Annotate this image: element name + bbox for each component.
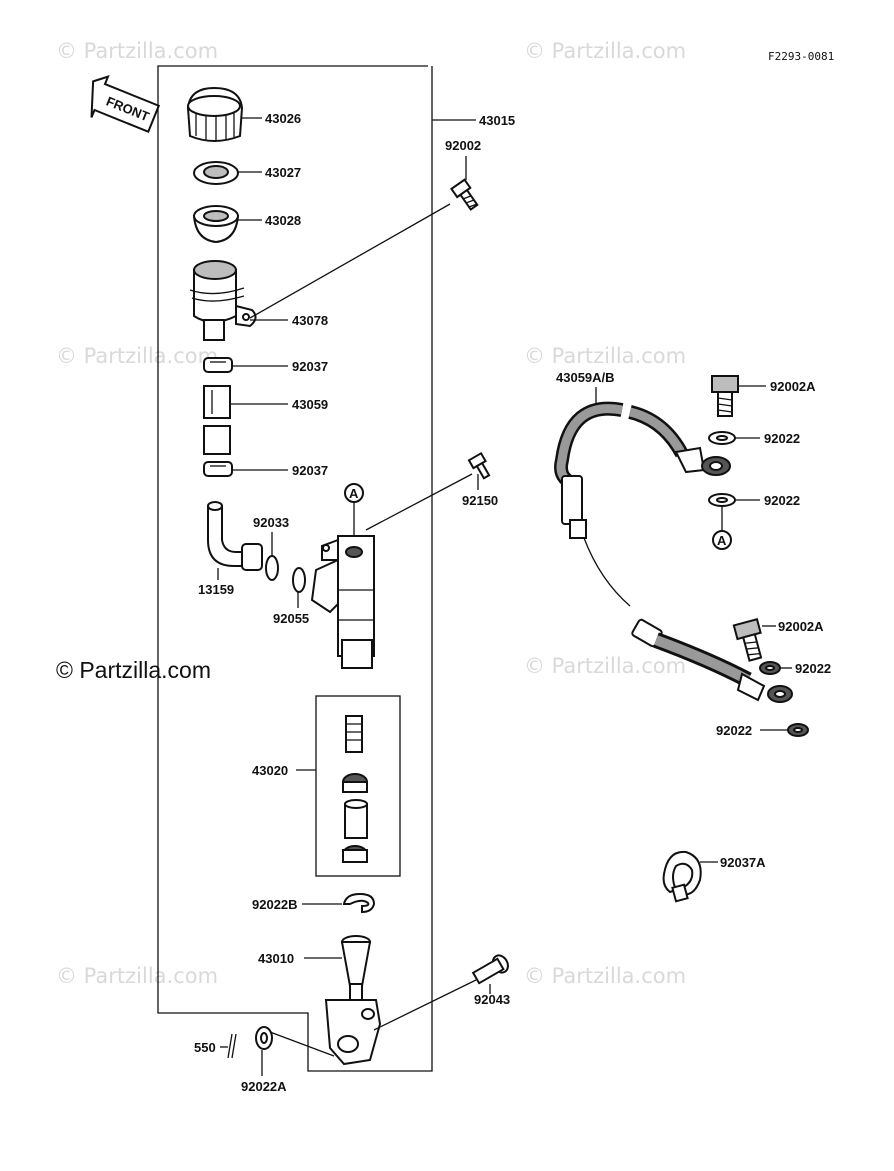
reference-marker-a: A	[349, 486, 359, 501]
reference-marker-a-icon	[712, 530, 732, 550]
watermark: © Partzilla.com	[524, 39, 686, 63]
brake-hose-icon	[554, 401, 793, 703]
part-label-92037-bot: 92037	[292, 463, 328, 478]
part-label-92002: 92002	[445, 138, 481, 153]
part-label-92033: 92033	[253, 515, 289, 530]
hose-clamp-icon	[203, 357, 233, 373]
washer-icon	[708, 493, 736, 507]
watermarks: © Partzilla.com © Partzilla.com © Partzi…	[56, 39, 686, 988]
part-label-92037-top: 92037	[292, 359, 328, 374]
diaphragm-plate-icon	[193, 161, 239, 185]
watermark: © Partzilla.com	[56, 344, 218, 368]
washer-icon	[787, 723, 809, 737]
piston-kit-parts-icon	[342, 715, 368, 863]
part-label-92022-3: 92022	[795, 661, 831, 676]
o-ring-icon	[265, 555, 279, 581]
hose-clamp-icon	[662, 850, 702, 903]
diaphragm-icon	[192, 205, 240, 244]
hose-clamp-icon	[203, 461, 233, 477]
assembly-bracket	[157, 65, 433, 1072]
part-label-43028: 43028	[265, 213, 301, 228]
screw-icon	[450, 178, 479, 211]
banjo-bolt-icon	[732, 618, 763, 662]
push-rod-icon	[324, 935, 382, 1066]
part-label-43010: 43010	[258, 951, 294, 966]
master-cylinder-body-icon	[310, 535, 375, 669]
brand-text: © Partzilla.com	[56, 657, 211, 683]
cotter-pin-icon	[227, 1033, 237, 1059]
part-label-92150: 92150	[462, 493, 498, 508]
part-label-92055: 92055	[273, 611, 309, 626]
part-label-43015: 43015	[479, 113, 515, 128]
washer-icon	[255, 1026, 273, 1050]
watermark: © Partzilla.com	[56, 39, 218, 63]
watermark: © Partzilla.com	[524, 654, 686, 678]
elbow-fitting-icon	[207, 501, 263, 571]
reference-marker-a: A	[717, 533, 727, 548]
reservoir-tank-icon	[189, 260, 257, 341]
part-label-43059AB: 43059A/B	[556, 370, 615, 385]
piston-kit-box	[315, 695, 401, 877]
watermark: © Partzilla.com	[56, 964, 218, 988]
washer-icon	[759, 661, 781, 675]
part-label-92022-1: 92022	[764, 431, 800, 446]
part-label-43020: 43020	[252, 763, 288, 778]
part-label-550: 550	[194, 1040, 216, 1055]
part-label-92002A-top: 92002A	[770, 379, 816, 394]
watermark: © Partzilla.com	[524, 964, 686, 988]
part-label-92037A: 92037A	[720, 855, 766, 870]
watermark: © Partzilla.com	[524, 344, 686, 368]
part-label-43059: 43059	[292, 397, 328, 412]
part-label-92022A: 92022A	[241, 1079, 287, 1094]
part-label-43026: 43026	[265, 111, 301, 126]
part-label-13159: 13159	[198, 582, 234, 597]
part-label-92022B: 92022B	[252, 897, 298, 912]
snap-ring-icon	[342, 892, 376, 914]
reservoir-cap-icon	[186, 86, 244, 142]
clevis-pin-icon	[471, 954, 509, 985]
bolt-icon	[467, 451, 491, 480]
part-label-92043: 92043	[474, 992, 510, 1007]
o-ring-icon	[292, 567, 306, 593]
part-label-43078: 43078	[292, 313, 328, 328]
part-label-43027: 43027	[265, 165, 301, 180]
diagram-code: F2293-0081	[768, 50, 834, 63]
part-label-92022-4: 92022	[716, 723, 752, 738]
reservoir-hose-icon	[203, 385, 231, 455]
front-arrow-icon: FRONT	[90, 75, 161, 134]
washer-icon	[708, 431, 736, 445]
part-label-92002A-bot: 92002A	[778, 619, 824, 634]
banjo-bolt-icon	[711, 375, 739, 417]
part-label-92022-2: 92022	[764, 493, 800, 508]
